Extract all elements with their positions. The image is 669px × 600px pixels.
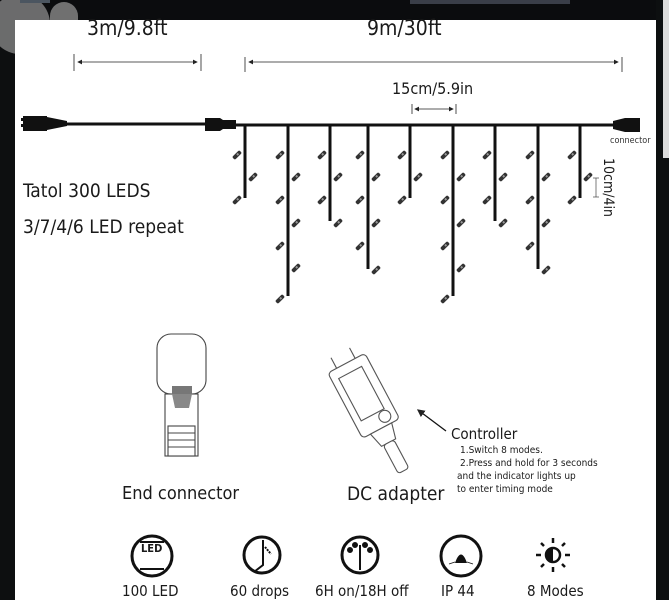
product-pattern: 3/7/4/6 LED repeat <box>23 216 184 238</box>
controller-line-2: 2.Press and hold for 3 seconds <box>460 458 598 469</box>
right-connector <box>613 118 640 132</box>
controller-line-4: to enter timing mode <box>457 484 553 495</box>
total-length-label: 9m/30ft <box>367 16 442 40</box>
drop-spacing-dimension <box>411 104 457 114</box>
end-connector-illustration <box>156 333 207 457</box>
led-spacing-dimension <box>593 177 599 198</box>
feature-label-modes: 8 Modes <box>527 582 584 600</box>
end-connector-label: End connector <box>122 483 240 504</box>
controller-arrow <box>416 409 447 432</box>
product-title: Tatol 300 LEDS <box>23 180 151 202</box>
product-diagram: 3m/9.8ft 9m/30ft 15cm/5.9in connector 10… <box>15 16 656 600</box>
thumbnail-strip-2 <box>410 0 570 4</box>
dc-adapter-label: DC adapter <box>347 483 445 505</box>
lead-length-dimension <box>73 54 202 71</box>
controller-title: Controller <box>451 425 518 443</box>
drop-spacing-label: 15cm/5.9in <box>392 79 474 98</box>
controller-line-1: 1.Switch 8 modes. <box>460 445 543 456</box>
connector-label: connector <box>610 136 651 146</box>
feature-icons <box>130 534 570 578</box>
light-string-diagram <box>21 54 640 578</box>
dc-adapter-illustration <box>328 347 409 474</box>
middle-connector <box>205 118 236 131</box>
feature-label-timer: 6H on/18H off <box>315 582 409 600</box>
scrollbar-thumb[interactable] <box>663 0 669 158</box>
lead-length-label: 3m/9.8ft <box>87 16 168 40</box>
thumbnail-strip <box>20 0 50 3</box>
led-icon-text: LED <box>141 542 163 555</box>
feature-label-ip: IP 44 <box>441 582 475 600</box>
total-length-dimension <box>244 57 623 72</box>
controller-line-3: and the indicator lights up <box>457 471 576 482</box>
feature-label-led: 100 LED <box>122 582 179 600</box>
drops <box>243 125 582 296</box>
power-plug <box>21 116 67 131</box>
feature-label-drops: 60 drops <box>230 582 290 600</box>
